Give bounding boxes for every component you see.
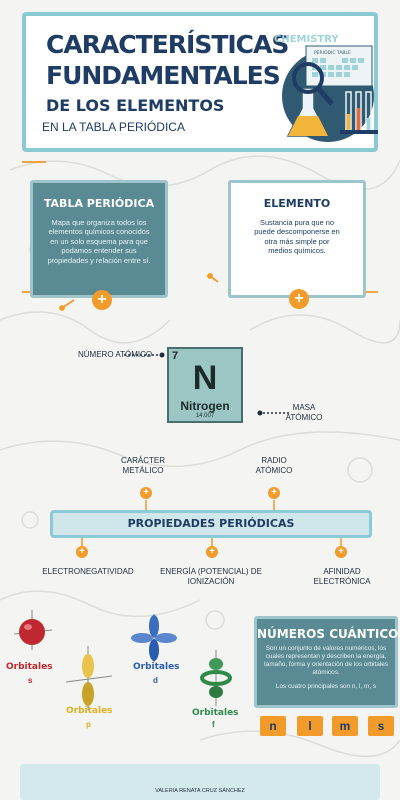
title-line-1: CARACTERÍSTICAS <box>46 30 289 59</box>
orbital-p-label: Orbitales <box>66 706 113 716</box>
chemistry-lab-illustration: CHEMISTRY PERIODIC TABLE <box>274 34 378 142</box>
plus-icon: + <box>289 289 309 309</box>
periodic-table-card-text: Mapa que organiza todos los elementos qu… <box>47 218 151 265</box>
atomic-mass-pointer <box>257 410 289 416</box>
element-name: Nitrogen <box>180 399 230 413</box>
periodic-properties-bar: PROPIEDADES PERIÓDICAS <box>50 510 372 538</box>
quantum-letter-s: s <box>368 716 394 736</box>
title-line-3: DE LOS ELEMENTOS <box>46 96 225 115</box>
quantum-numbers-panel: NÚMEROS CUÁNTICOS Son un conjunto de val… <box>254 616 400 708</box>
quantum-letter-n: n <box>260 716 286 736</box>
plus-icon: + <box>76 546 88 558</box>
plus-icon: + <box>92 290 112 310</box>
periodic-properties-title: PROPIEDADES PERIÓDICAS <box>127 517 295 530</box>
d-orbital-icon <box>131 614 177 662</box>
chemistry-word: CHEMISTRY <box>274 34 339 45</box>
orbital-f-letter: f <box>212 720 215 729</box>
quantum-letter-l: l <box>297 716 323 736</box>
orbital-p-letter: p <box>86 720 91 729</box>
plus-icon: + <box>206 546 218 558</box>
ionization-energy-label: ENERGÍA (POTENCIAL) DE IONIZACIÓN <box>160 567 262 586</box>
quantum-numbers-title: NÚMEROS CUÁNTICOS <box>257 627 400 641</box>
p-orbital-icon <box>65 646 113 710</box>
periodic-table-card-title: TABLA PERIÓDICA <box>43 197 155 210</box>
element-card-text: Sustancia pura que no puede descomponers… <box>254 218 340 256</box>
periodic-table-board-label: PERIODIC TABLE <box>314 50 351 56</box>
plus-icon: + <box>268 487 280 499</box>
quantum-numbers-text: Son un conjunto de valores numéricos, lo… <box>264 645 388 676</box>
electron-affinity-label: AFINIDAD ELECTRÓNICA <box>313 567 371 586</box>
element-card: ELEMENTO Sustancia pura que no puede des… <box>228 180 366 298</box>
orbital-d-label: Orbitales <box>133 662 180 672</box>
s-orbital-icon <box>13 610 53 650</box>
periodic-table-card: TABLA PERIÓDICA Mapa que organiza todos … <box>30 180 168 298</box>
nitrogen-element-tile: 7 N Nitrogen 14.007 <box>167 347 243 423</box>
orbital-illustrations <box>13 610 232 710</box>
f-orbital-icon <box>200 650 232 706</box>
plus-icon: + <box>140 487 152 499</box>
electronegativity-label: ELECTRONEGATIVIDAD <box>42 567 134 576</box>
element-atomic-number: 7 <box>172 350 179 362</box>
orbital-f-label: Orbitales <box>192 708 239 718</box>
footer-panel: VALERIA RENATA CRUZ SÁNCHEZ <box>20 764 380 800</box>
orbital-d-letter: d <box>153 676 158 685</box>
element-atomic-mass: 14.007 <box>195 413 215 419</box>
element-symbol: N <box>192 359 218 397</box>
atomic-number-label: NÚMERO ATÓMICO <box>78 350 153 359</box>
orbital-s-label: Orbitales <box>6 662 53 672</box>
atomic-radius-label: RADIO ATÓMICO <box>255 456 293 475</box>
author-name: VALERIA RENATA CRUZ SÁNCHEZ <box>155 788 245 794</box>
atomic-mass-label: MASA ATÓMICO <box>285 403 323 422</box>
quantum-numbers-summary: Los cuatro principales son n, l, m, s <box>275 683 377 690</box>
header-panel: CARACTERÍSTICAS FUNDAMENTALES DE LOS ELE… <box>22 12 378 152</box>
orbital-s-letter: s <box>28 676 33 685</box>
subtitle: EN LA TABLA PERIÓDICA <box>42 120 185 134</box>
element-card-title: ELEMENTO <box>263 197 331 210</box>
metallic-character-label: CARÁCTER METÁLICO <box>120 456 165 475</box>
quantum-letter-m: m <box>332 716 358 736</box>
title-line-2: FUNDAMENTALES <box>46 61 281 90</box>
atomic-number-pointer <box>124 352 165 358</box>
plus-icon: + <box>335 546 347 558</box>
